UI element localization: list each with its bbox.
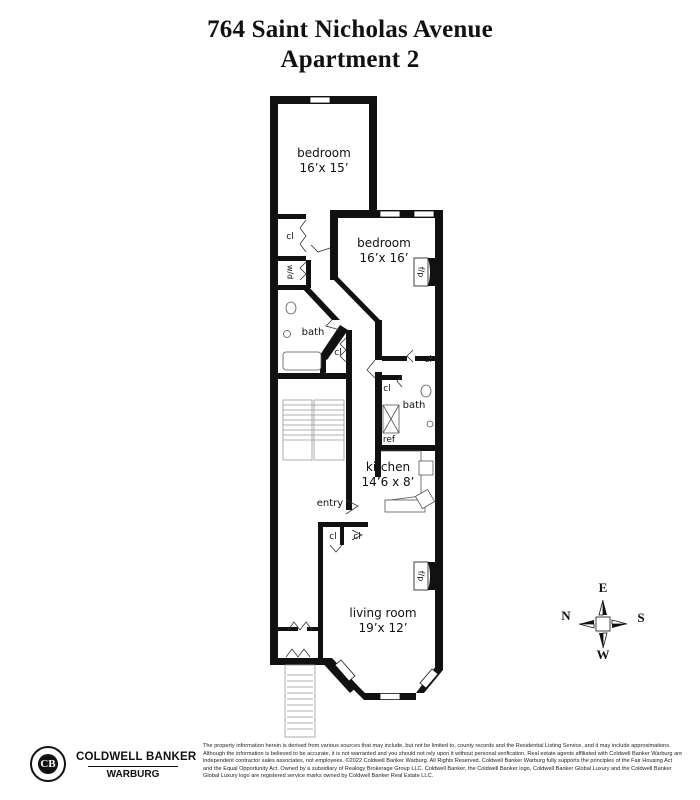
compass-north-label: N [561, 608, 571, 623]
room-bedroom-2: bedroom 16’x 16’ [357, 236, 411, 266]
room-bath-1: bath [302, 325, 325, 340]
room-living-room: living room 19’x 12’ [349, 606, 416, 636]
fireplaces [413, 257, 435, 591]
room-entry: entry [317, 496, 343, 511]
room-dimensions: 16’x 15’ [299, 161, 349, 175]
door-swings [285, 219, 414, 658]
brand-name: COLDWELL BANKER [76, 751, 197, 763]
room-dimensions: 19’x 12’ [358, 621, 408, 635]
room-name: living room [349, 606, 417, 620]
room-name: kitchen [365, 460, 411, 474]
closet-label: cl [424, 355, 432, 365]
closet-label: cl [383, 384, 391, 394]
closet-label: cl [334, 348, 342, 358]
room-name: bedroom [357, 236, 411, 250]
room-bedroom-1: bedroom 16’x 15’ [297, 146, 351, 176]
closet-label: cl [353, 532, 361, 542]
room-bath-2: bath [403, 398, 426, 413]
room-name: bath [301, 327, 325, 338]
compass-rose-icon [578, 599, 628, 649]
closet-label: cl [286, 232, 294, 242]
brand-seal-icon: CB [30, 746, 66, 782]
closet-label: cl [329, 532, 337, 542]
washer-dryer-label: w/d [285, 264, 295, 280]
room-kitchen: kitchen 14’6 x 8’ [362, 460, 415, 490]
brand-mark: CB [38, 754, 58, 774]
compass-west-label: W [596, 647, 610, 662]
room-name: entry [316, 498, 344, 509]
unit-title: Apartment 2 [280, 46, 420, 73]
room-name: bedroom [297, 146, 351, 160]
compass-south-label: S [637, 610, 645, 625]
staircase [282, 399, 345, 738]
windows [309, 96, 439, 700]
fireplace-label: f/p [416, 570, 426, 582]
room-name: bath [402, 400, 426, 411]
fixtures [282, 301, 436, 513]
legal-disclaimer: The property information herein is deriv… [203, 743, 683, 780]
room-dimensions: 14’6 x 8’ [361, 475, 415, 489]
compass-east-label: E [598, 580, 608, 595]
room-dimensions: 16’x 16’ [359, 251, 409, 265]
brand-subname: WARBURG [106, 769, 160, 780]
brand-logo: CB COLDWELL BANKER WARBURG [30, 746, 197, 786]
brand-divider [88, 766, 178, 767]
refrigerator-label: ref [382, 435, 396, 445]
fireplace-label: f/p [416, 266, 426, 278]
address-title: 764 Saint Nicholas Avenue [207, 16, 493, 43]
